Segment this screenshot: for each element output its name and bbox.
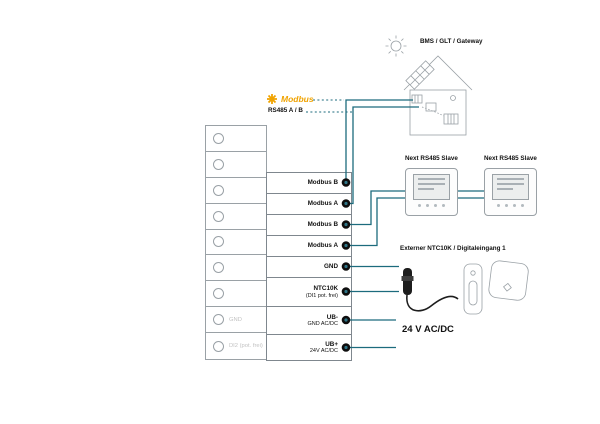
terminal-row-modbus-b-2: Modbus B (267, 215, 351, 236)
power-supply-label: 24 V AC/DC (402, 324, 454, 335)
controller-slot-block: GND DI2 (pot. frei) (205, 125, 267, 360)
terminal-label: Modbus B (307, 221, 338, 229)
wire-modbus-b1-to-bms (345, 99, 413, 183)
terminal-row-modbus-b-1: Modbus B (267, 173, 351, 194)
terminal-row-modbus-a-1: Modbus A (267, 194, 351, 215)
terminal-label: Modbus A (307, 200, 338, 208)
external-input-label: Externer NTC10K / Digitaleingang 1 (400, 245, 506, 252)
terminal-row-gnd: GND (267, 257, 351, 278)
terminal-slot-row (206, 126, 266, 152)
terminal-row-modbus-a-2: Modbus A (267, 236, 351, 257)
terminal-circle (213, 340, 224, 352)
slave-buttons (406, 204, 457, 207)
terminal-circle (213, 132, 224, 144)
rs485-slave-device-1 (405, 168, 458, 216)
sun-icon (385, 35, 407, 57)
terminal-circle (213, 262, 224, 274)
thermostat-dial-icon (450, 95, 456, 101)
terminal-label: NTC10K (313, 285, 339, 293)
terminal-slot-row (206, 204, 266, 230)
solar-panel-icon (405, 60, 435, 90)
terminal-label: Modbus A (307, 242, 338, 250)
wire-modbus-b2-to-slave (346, 190, 405, 226)
terminal-slot-row (206, 281, 266, 308)
terminal-slot-row-gnd: GND (206, 307, 266, 334)
gateway-box-icon (411, 94, 423, 104)
terminal-circle (213, 210, 224, 222)
terminal-row-ub-plus: UB+ 24V AC/DC (267, 335, 351, 360)
ntc-probe-illustration (401, 268, 459, 312)
terminal-strip: Modbus B Modbus A Modbus B Modbus A GND … (266, 172, 352, 361)
terminal-slot-row (206, 230, 266, 256)
terminal-slot-row (206, 255, 266, 282)
slave-display (413, 174, 450, 200)
terminal-circle (213, 288, 224, 300)
slave-buttons (485, 204, 536, 207)
terminal-circle (213, 314, 224, 326)
terminal-label: UB+ (325, 340, 338, 348)
door-contact-illustration (463, 263, 483, 315)
terminal-circle (213, 184, 224, 196)
gnd-slot-label: GND (229, 316, 242, 323)
bms-building-illustration (385, 35, 473, 136)
gateway-box-icon (425, 102, 437, 112)
terminal-sublabel: GND AC/DC (307, 321, 338, 328)
terminal-label: GND (324, 263, 338, 271)
slave1-label: Next RS485 Slave (405, 155, 458, 162)
rs485-bus-label: RS485 A / B (268, 107, 303, 114)
terminal-label: UB- (326, 313, 338, 321)
radiator-icon (443, 113, 459, 125)
modbus-star-icon (267, 94, 277, 104)
rs485-slave-device-2 (484, 168, 537, 216)
terminal-sublabel: 24V AC/DC (309, 348, 338, 355)
di2-slot-label: DI2 (pot. frei) (229, 343, 263, 350)
terminal-circle (213, 158, 224, 170)
terminal-slot-row-di2: DI2 (pot. frei) (206, 333, 266, 359)
terminal-row-ntc10k: NTC10K (DI1 pot. frei) (267, 278, 351, 307)
terminal-label: Modbus B (307, 179, 338, 187)
slave2-label: Next RS485 Slave (484, 155, 537, 162)
bms-label: BMS / GLT / Gateway (420, 38, 483, 45)
terminal-slot-row (206, 152, 266, 178)
wall-sensor-illustration (488, 260, 529, 301)
terminal-circle (213, 236, 224, 248)
wire-modbus-a2-to-slave (346, 197, 405, 247)
terminal-sublabel: (DI1 pot. frei) (305, 292, 338, 299)
terminal-row-ub-minus: UB- GND AC/DC (267, 307, 351, 335)
modbus-brand-label: Modbus (281, 94, 314, 104)
slave-display (492, 174, 529, 200)
terminal-slot-row (206, 178, 266, 204)
